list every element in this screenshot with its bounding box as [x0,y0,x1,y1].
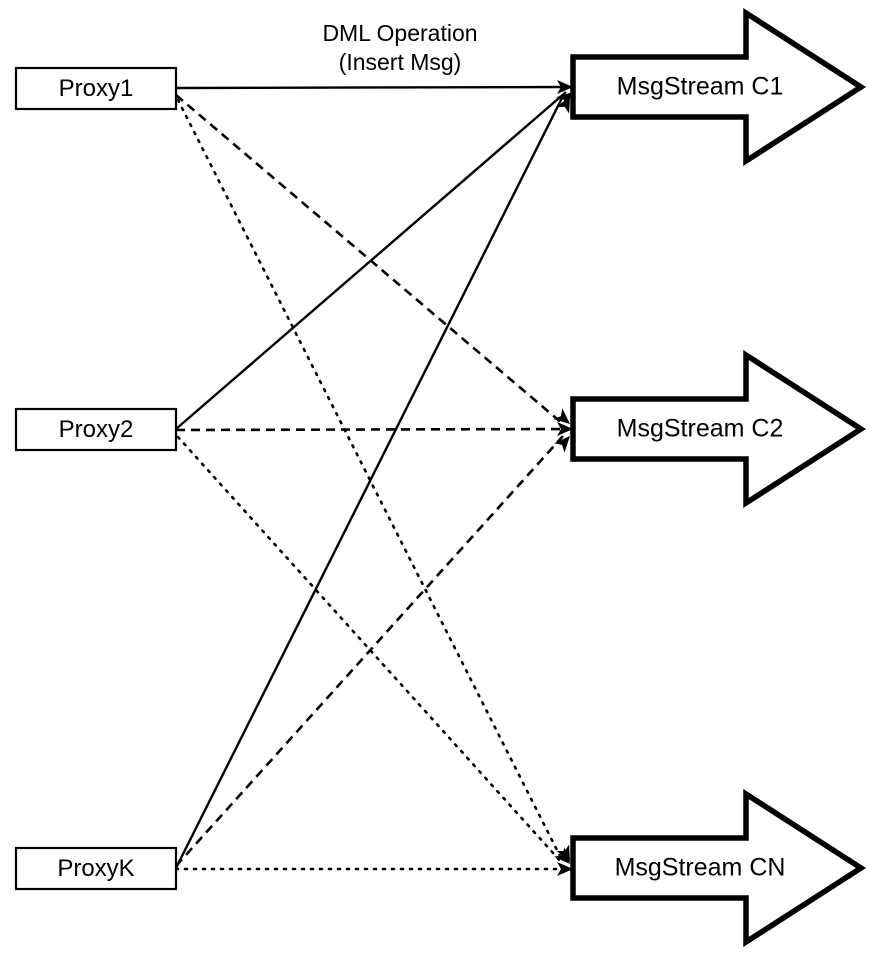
msgstream-label-c1: MsgStream C1 [617,73,784,101]
edge-proxy2-to-c2 [175,427,567,432]
dml-operation-annotation-line2: (Insert Msg) [339,49,462,75]
msgstream-node-cn[interactable]: MsgStream CN [570,788,867,948]
dml-operation-annotation-line1: DML Operation [322,20,477,46]
edge-proxy1-to-c2 [175,94,564,425]
edges-layer [174,85,568,871]
proxy-label-proxy2: Proxy2 [59,416,134,443]
arrowhead-edge-proxy1-to-c1 [556,80,573,95]
arrowheads-layer [553,80,573,876]
proxy-label-proxy1: Proxy1 [59,75,134,102]
proxy-box-proxy1[interactable] [14,66,178,111]
msgstream-node-c2[interactable]: MsgStream C2 [570,349,867,509]
arrowhead-edge-proxy2-to-c2 [556,422,573,437]
dml-operation-annotation: DML Operation (Insert Msg) [322,20,477,75]
proxy-label-proxyk: ProxyK [57,855,134,882]
msgstream-label-cn: MsgStream CN [615,854,786,882]
msgstream-arrow-shape-c2[interactable] [570,349,867,509]
edge-proxyk-to-c1 [174,95,565,869]
arrowhead-edge-proxy2-to-cn [554,847,570,864]
edge-proxy2-to-cn [176,435,565,866]
arrowhead-edge-proxy2-to-c1 [556,92,573,108]
msgstream-nodes-layer: MsgStream C1 MsgStream C2 MsgStream CN [570,7,867,948]
arrowhead-edge-proxyk-to-c1 [556,96,570,114]
proxy-node-proxy2[interactable]: Proxy2 [14,407,178,452]
edge-proxyk-to-c2 [175,435,564,867]
proxy-box-proxy2[interactable] [14,407,178,452]
arrowhead-edge-proxyk-to-c2 [554,436,570,453]
annotations-layer: DML Operation (Insert Msg) [322,20,477,75]
edge-proxy1-to-c1 [175,85,567,90]
proxy-box-proxyk[interactable] [14,846,178,891]
arrowhead-edge-proxyk-to-cn [557,862,573,876]
msgstream-arrow-shape-c1[interactable] [570,7,867,167]
msgstream-arrow-shape-cn[interactable] [570,788,867,948]
msgstream-label-c2: MsgStream C2 [617,415,784,443]
arrowhead-edge-proxy1-to-c2 [553,408,570,424]
proxy-node-proxyk[interactable]: ProxyK [14,846,178,891]
msgstream-node-c1[interactable]: MsgStream C1 [570,7,867,167]
edge-proxy1-to-cn [176,98,565,864]
proxy-node-proxy1[interactable]: Proxy1 [14,66,178,111]
